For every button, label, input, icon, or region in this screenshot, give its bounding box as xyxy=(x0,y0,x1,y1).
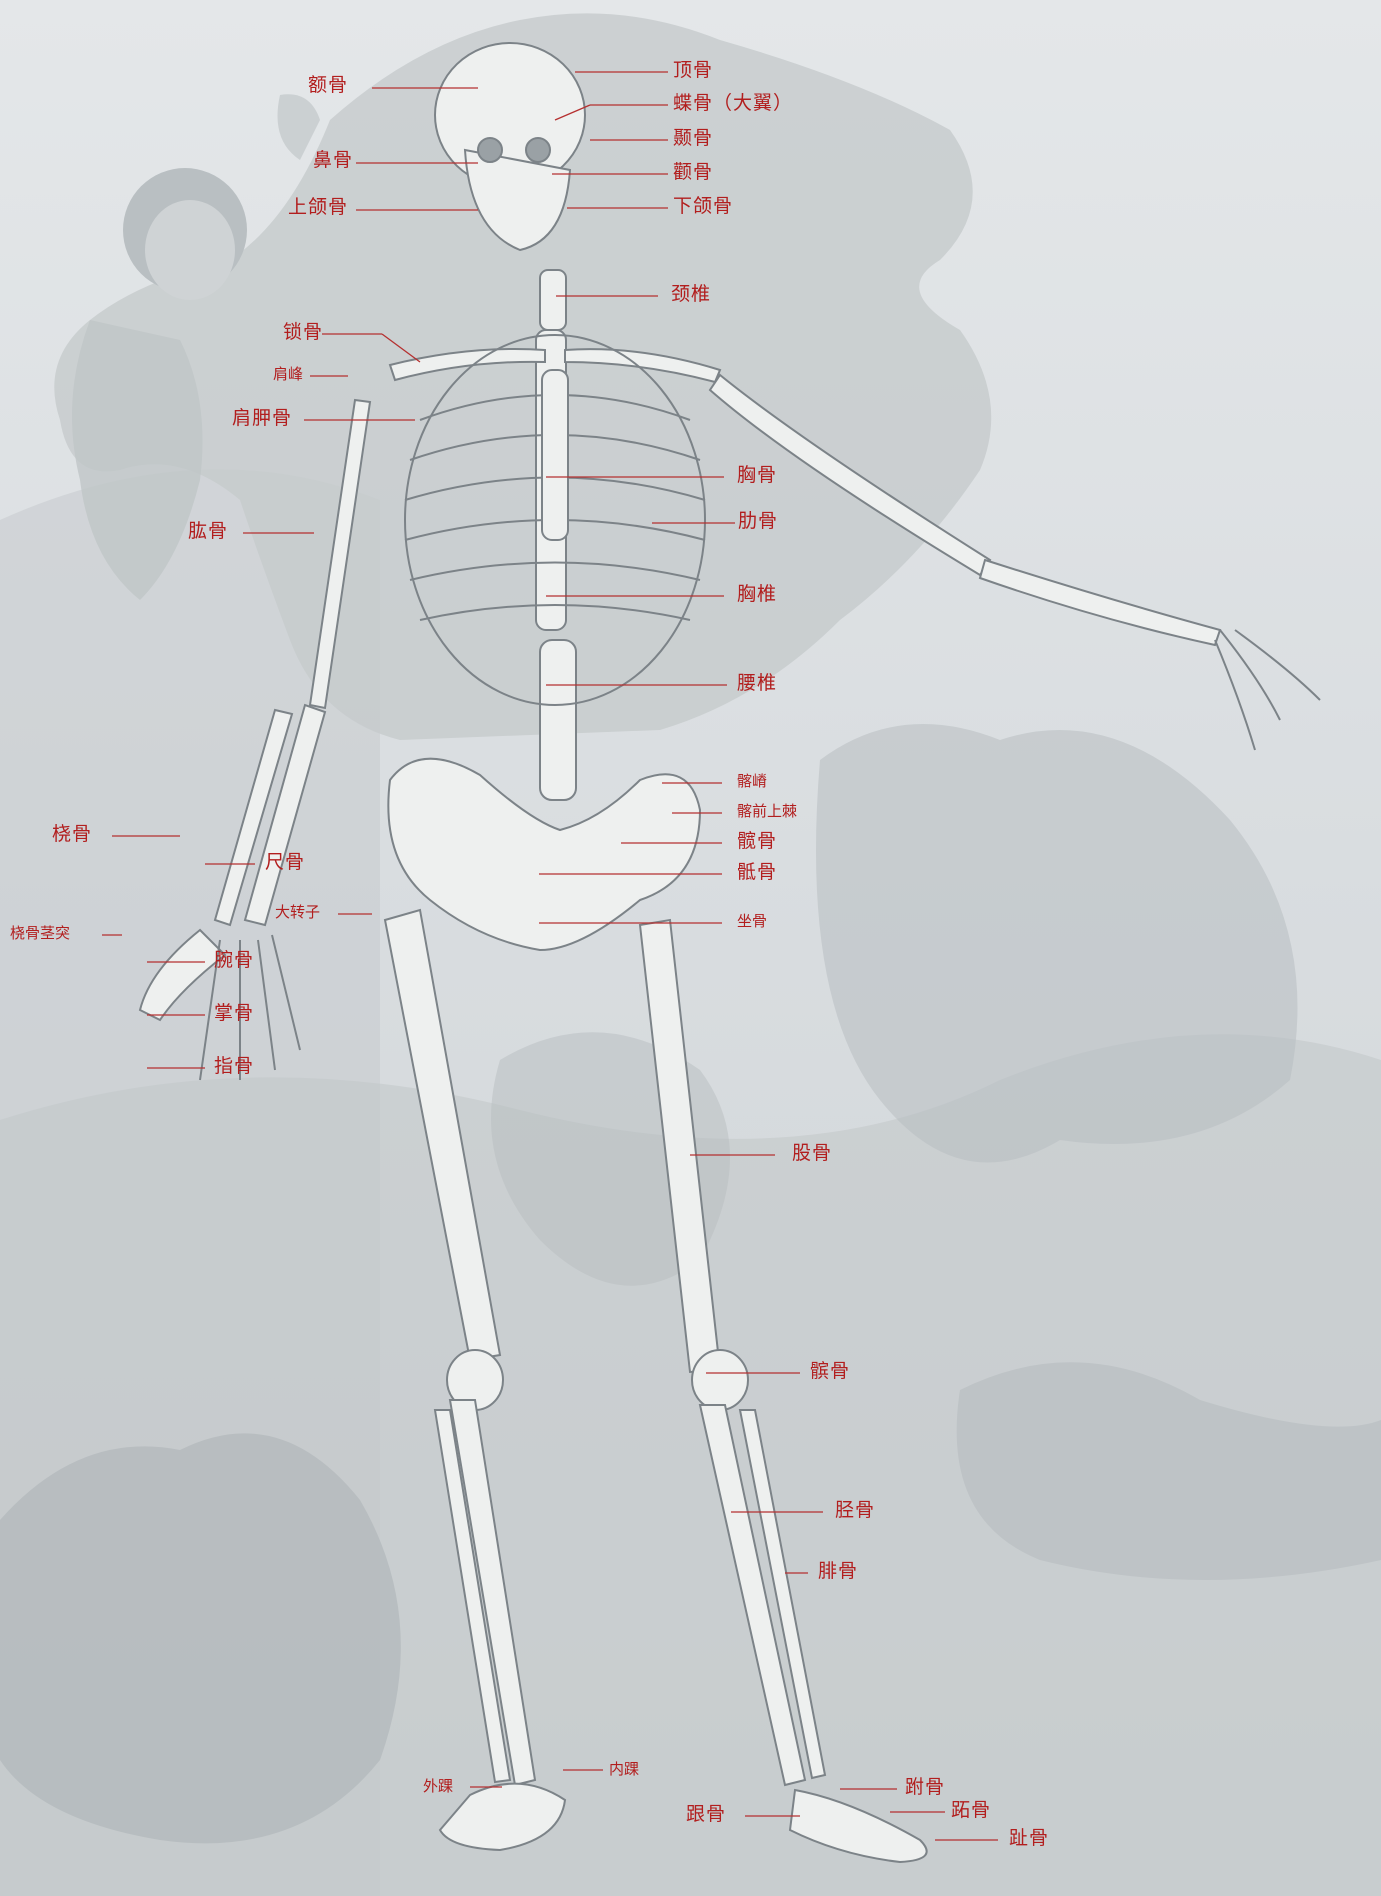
label-zhi-gu-toe: 趾骨 xyxy=(1009,1829,1049,1848)
label-jing-zhui: 颈椎 xyxy=(671,285,711,304)
label-wai-huai: 外踝 xyxy=(423,1779,453,1794)
label-jing-gu: 胫骨 xyxy=(835,1501,875,1520)
label-zuo-gu: 坐骨 xyxy=(737,914,767,929)
label-qia-ji: 髂嵴 xyxy=(737,774,767,789)
label-e-gu: 额骨 xyxy=(308,76,348,95)
label-nei-huai: 内踝 xyxy=(609,1762,639,1777)
label-gen-gu: 跟骨 xyxy=(686,1805,726,1824)
label-suo-gu: 锁骨 xyxy=(283,323,323,342)
label-fu-gu: 跗骨 xyxy=(905,1778,945,1797)
label-wan-gu: 腕骨 xyxy=(214,951,254,970)
label-nao-gu: 桡骨 xyxy=(52,825,92,844)
label-shang-he-gu: 上颌骨 xyxy=(288,198,348,217)
label-ding-gu: 顶骨 xyxy=(673,61,713,80)
label-lei-gu: 肋骨 xyxy=(738,512,778,531)
label-nie-gu: 颞骨 xyxy=(673,129,713,148)
label-die-gu: 蝶骨（大翼） xyxy=(673,94,793,113)
label-xia-he-gu: 下颌骨 xyxy=(673,197,733,216)
label-jian-jia-gu: 肩胛骨 xyxy=(232,409,292,428)
label-zhi-gu: 指骨 xyxy=(214,1057,254,1076)
label-gu-gu: 股骨 xyxy=(792,1144,832,1163)
label-qia-qian-shang-ji: 髂前上棘 xyxy=(737,804,797,819)
label-chi-gu: 尺骨 xyxy=(265,853,305,872)
label-jian-feng: 肩峰 xyxy=(273,367,303,382)
label-di-gu: 骶骨 xyxy=(737,863,777,882)
label-da-zhuan-zi: 大转子 xyxy=(275,905,320,920)
label-nao-gu-jing-tu: 桡骨茎突 xyxy=(10,926,70,941)
label-bi-gu: 鼻骨 xyxy=(313,151,353,170)
label-bin-gu: 髌骨 xyxy=(810,1362,850,1381)
label-zhi-gu-foot: 跖骨 xyxy=(951,1801,991,1820)
label-xiong-zhui: 胸椎 xyxy=(737,585,777,604)
label-kuan-gu: 髋骨 xyxy=(737,832,777,851)
label-quan-gu: 颧骨 xyxy=(673,163,713,182)
label-yao-zhui: 腰椎 xyxy=(737,674,777,693)
label-zhang-gu: 掌骨 xyxy=(214,1004,254,1023)
label-fei-gu: 腓骨 xyxy=(818,1562,858,1581)
label-xiong-gu: 胸骨 xyxy=(737,466,777,485)
label-gong-gu: 肱骨 xyxy=(188,522,228,541)
